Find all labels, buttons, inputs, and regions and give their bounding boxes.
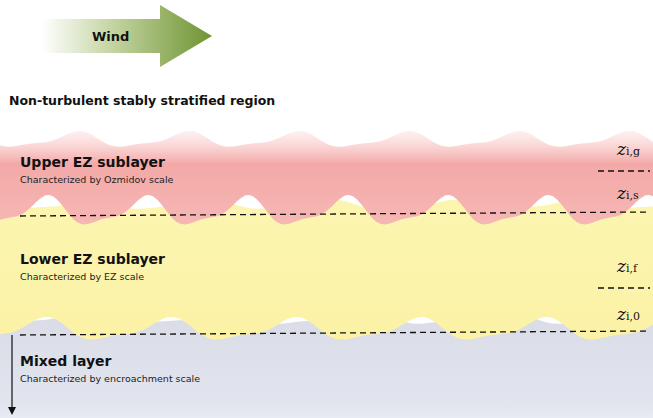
layer-description: Characterized by encroachment scale [20, 373, 200, 384]
band-fill [0, 131, 653, 225]
layer-title: Wind [92, 29, 129, 44]
interface-line [20, 331, 650, 335]
wind-arrow: Wind [42, 5, 212, 67]
layer-band: Upper EZ sublayerCharacterized by Ozmido… [0, 118, 653, 238]
height-label: zi,f [617, 256, 637, 276]
height-label: zi,0 [617, 304, 640, 324]
layer-title: Mixed layer [20, 353, 112, 369]
interface-line [598, 287, 650, 288]
band-fill [0, 200, 653, 340]
layer-title: Upper EZ sublayer [20, 154, 165, 170]
height-label: zi,s [617, 183, 639, 203]
height-label: zi,g [617, 139, 640, 159]
layer-description: Characterized by EZ scale [20, 271, 144, 282]
depth-arrow [11, 335, 12, 408]
arrow-body [42, 5, 212, 67]
arrow-head [8, 407, 16, 415]
layer-description: Characterized by Ozmidov scale [20, 174, 173, 185]
region-label: Non-turbulent stably stratified region [9, 93, 275, 108]
layer-title: Lower EZ sublayer [20, 251, 165, 267]
interface-line [598, 170, 650, 171]
interface-line [20, 212, 650, 216]
